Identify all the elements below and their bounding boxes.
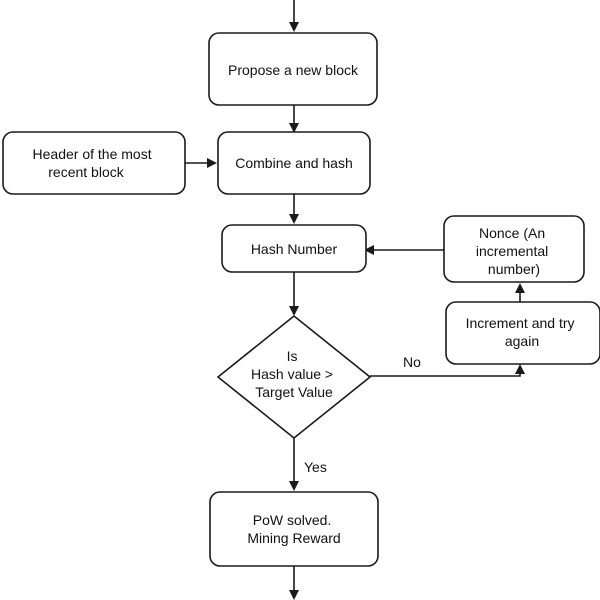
svg-text:Hash Number: Hash Number [251,241,338,257]
edge-decision-no-to-increment [370,364,525,377]
nonce-line-3: number) [488,261,540,277]
decision-diamond [216,314,372,440]
solved-line-2: Mining Reward [247,530,340,546]
svg-text:Header of the most recen: Header of the most recent block [33,146,156,180]
increment-box [445,301,600,365]
svg-text:Nonce (An incremental: Nonce (An incremental number) [476,225,552,277]
decision-line-2: Hash value > [251,366,333,382]
svg-text:Is Hash value > Ta: Is Hash value > Target Value [251,348,337,400]
header-line-2: recent block [48,164,124,180]
solved-line-1: PoW solved. [253,512,332,528]
edge-label-yes: Yes [304,459,327,475]
propose-line-1: Propose a new block [228,62,359,78]
node-propose: Propose a new block [208,32,378,106]
node-combine: Combine and hash [217,131,371,195]
nonce-box [443,215,585,283]
increment-line-1: Increment and try [466,315,575,331]
svg-text:Combine and hash: Combine and hash [235,155,353,171]
edge-label-no: No [403,354,421,370]
nonce-line-1: Nonce (An [479,225,545,241]
node-nonce: Nonce (An incremental number) [443,215,585,283]
svg-text:Increment and try again: Increment and try again [466,315,579,349]
svg-text:Propose a new block: Propose a new block [228,62,359,78]
decision-line-1: Is [287,348,298,364]
propose-box [208,32,378,106]
edges [185,0,525,600]
hash-number-line-1: Hash Number [251,241,338,257]
svg-text:PoW solved. Mining Rewar: PoW solved. Mining Reward [247,512,340,546]
increment-line-2: again [505,333,539,349]
combine-box [217,131,371,195]
node-increment: Increment and try again [445,301,600,365]
header-box [2,131,186,195]
combine-line-1: Combine and hash [235,155,353,171]
node-hash-number: Hash Number [221,224,367,273]
header-line-1: Header of the most [33,146,152,162]
node-decision: Is Hash value > Target Value [216,314,372,440]
decision-line-3: Target Value [255,384,333,400]
hash-number-box [221,224,367,273]
solved-box [209,491,379,567]
node-solved: PoW solved. Mining Reward [209,491,379,567]
nonce-line-2: incremental [476,243,548,259]
node-header: Header of the most recent block [2,131,186,195]
